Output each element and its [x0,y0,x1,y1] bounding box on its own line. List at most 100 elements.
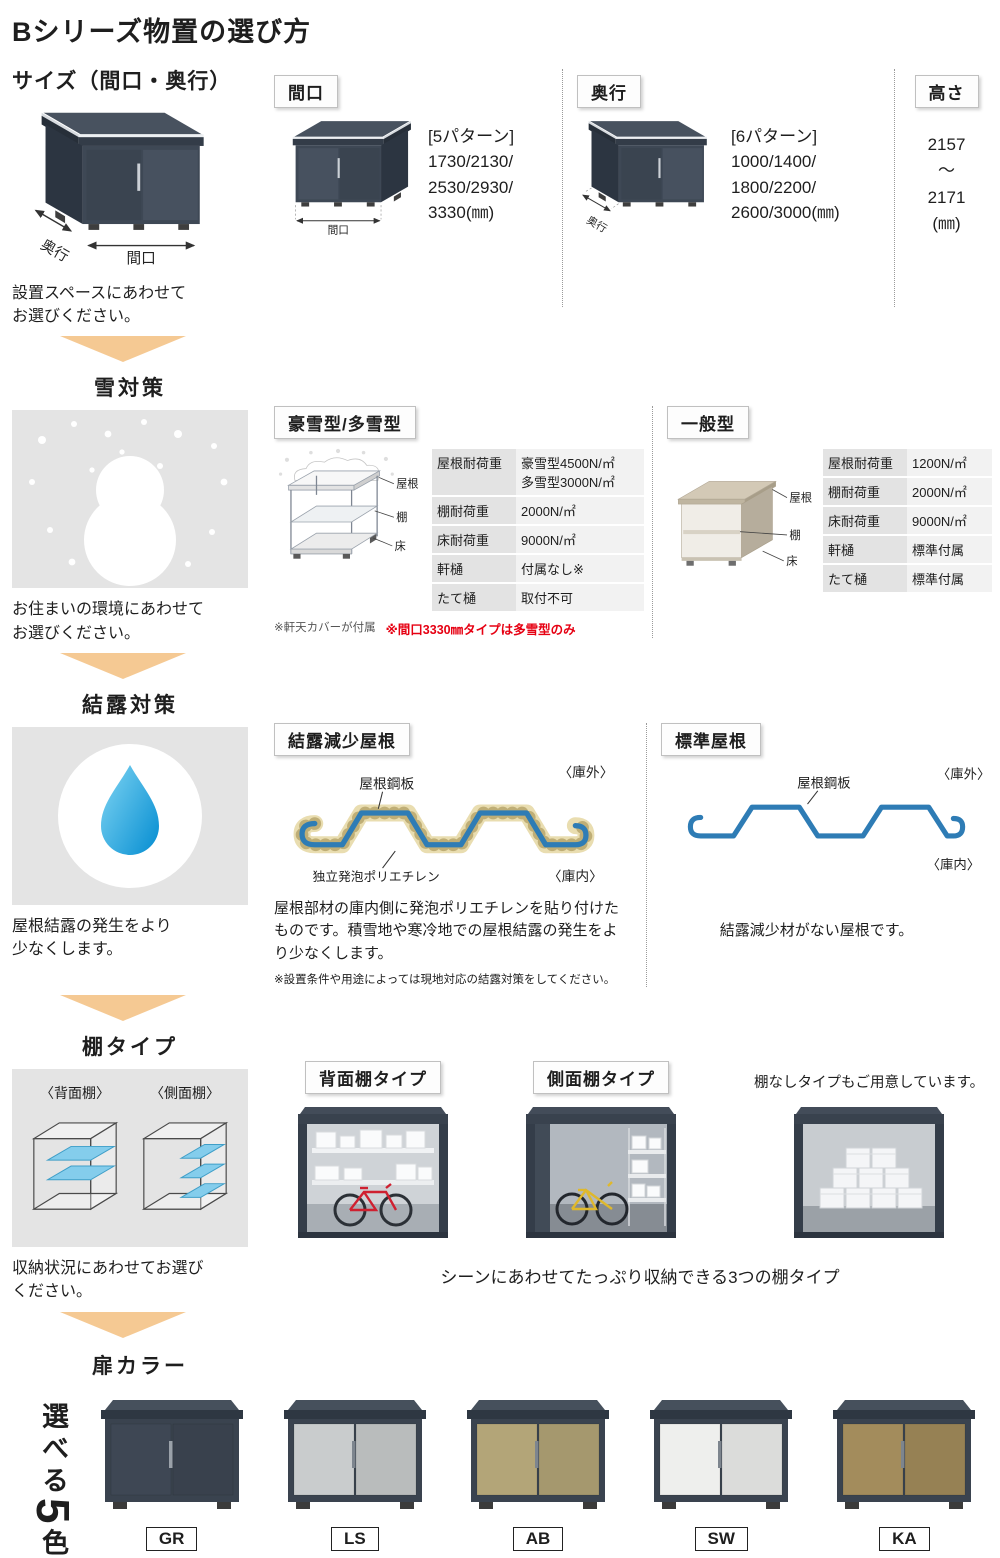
depth-patterns: [6パターン] 1000/1400/ 1800/2200/ 2600/3000(… [731,124,840,226]
shelf-heading: 棚タイプ [82,1036,178,1060]
height-label-box: 高さ [914,75,979,108]
snowman-image [12,410,248,589]
spec-name-cell: 床耐荷重 [823,507,907,535]
spec-name-cell: 軒樋 [823,536,907,564]
spec-value-cell: 取付不可 [516,584,644,612]
spec-value-cell: 標準付属 [907,536,992,564]
spec-value-cell: 1200N/㎡ [907,449,992,477]
reduced-roof-panel: 結露減少屋根 〈庫外〉 屋根鋼板 独立発泡ポリエチレン 〈庫内〉 屋根部材の庫内… [260,722,646,988]
side-shelf-label: 〈側面棚〉 [150,1085,220,1102]
door-handle [168,1440,173,1468]
no-shelf-photo [794,1107,945,1239]
left-door [659,1423,721,1495]
spec-name-cell: 床耐荷重 [432,526,516,554]
down-arrow-icon [60,652,186,679]
part-label-shelf: 棚 [789,528,800,542]
color-card-ab: AB アンバーゴールド [446,1396,629,1558]
spec-value-cell: 標準付属 [907,565,992,593]
general-shed-diagram: 屋根 棚 床 [677,481,812,568]
height-tilde: 〜 [938,161,955,181]
five-colors-text-2: 色 [38,1528,68,1558]
door-color-shed [100,1399,243,1509]
standard-roof-diagram: 〈庫外〉 屋根鋼板 〈庫内〉 [687,766,990,872]
spec-name-cell: たて樋 [823,565,907,593]
side-shelf-diagram [141,1122,229,1211]
back-shelf-type: 背面棚タイプ [298,1061,448,1247]
heavy-snow-label-box: 豪雪型/多雪型 [274,406,416,440]
dim-width-label: 間口 [328,225,349,235]
five-colors-vertical-label: 選べる5色 [18,1396,80,1558]
condensation-heading: 結露対策 [82,693,178,717]
size-desc: 設置スペースにあわせて お選びください。 [12,285,187,326]
side-shelf-wireframe: 〈側面棚〉 [136,1083,234,1232]
spec-row: たて樋取付不可 [432,584,644,612]
foam-label: 独立発泡ポリエチレン [313,869,440,884]
back-shelf-diagram [31,1122,119,1211]
color-code-badge: SW [694,1526,748,1551]
left-door [110,1423,171,1495]
spec-value-cell: 2000N/㎡ [516,497,644,525]
steel-sheet [687,804,966,839]
width-column: 間口 [260,69,562,307]
outside-label: 〈庫外〉 [937,766,990,781]
snow-left-column: 雪対策 お住まいの環境にあわせて お選びください。 [0,372,260,644]
side-shelf-type-label: 側面棚タイプ [533,1061,669,1095]
reduced-roof-desc: 屋根部材の庫内側に発泡ポリエチレンを貼り付けたものです。積雪地や寒冷地での屋根結… [274,899,620,962]
left-door [293,1423,355,1495]
spec-row: 軒樋付属なし※ [432,555,644,583]
height-column: 高さ 2157 〜 2171 (㎜) [894,69,1000,307]
width-pattern-count: [5パターン] [428,126,515,146]
width-pattern-values: 1730/2130/ 2530/2930/ 3330(㎜) [428,152,514,222]
shelf-wireframes-image: 〈背面棚〉 〈側面棚〉 [12,1069,248,1248]
reduced-roof-note: ※設置条件や用途によっては現地対応の結露対策をしてください。 [274,974,616,987]
depth-pattern-count: [6パターン] [731,126,818,146]
color-code-badge: GR [145,1526,198,1551]
door-color-shed [833,1399,976,1509]
size-left-column: サイズ（間口・奥行） 間口 奥行 [0,65,260,328]
spec-value-cell: 豪雪型4500N/㎡ 多雪型3000N/㎡ [516,449,644,496]
spec-name-cell: 棚耐荷重 [823,478,907,506]
frame-shelf [289,506,379,523]
five-colors-text-1: 選べる [38,1401,68,1498]
condensation-desc: 屋根結露の発生をより 少なくします。 [12,917,172,958]
diagram-floor [681,557,742,562]
water-drop-icon [58,743,202,888]
height-values: 2157 〜 2171 (㎜) [899,132,994,237]
shed-overview-illustration: 間口 奥行 [34,112,204,267]
color-card-sw: SW シルクホワイト [630,1396,813,1558]
depth-shed-illustration: 奥行 [582,121,707,235]
door-color-shed [283,1399,426,1509]
heavy-snow-notes: ※軒天カバーが付属 ※間口3330㎜タイプは多雪型のみ [274,619,644,638]
color-card-list: GR ブルイッシュグレー LS ルミナスシルバー [80,1396,996,1558]
spec-value-cell: 2000N/㎡ [907,478,992,506]
left-door [843,1423,904,1495]
steel-label: 屋根鋼板 [359,776,414,791]
standard-roof-desc: 結露減少材がない屋根です。 [719,921,914,939]
standard-roof-panel: 標準屋根 〈庫外〉 屋根鋼板 〈庫内〉 結露減少材がない屋根です。 [646,722,1000,988]
water-drop-image [12,726,248,905]
spec-value-cell: 9000N/㎡ [907,507,992,535]
spec-name-cell: たて樋 [432,584,516,612]
depth-column: 奥行 [562,69,894,307]
back-shelf-wireframe: 〈背面棚〉 [26,1083,124,1232]
shelf-desc: 収納状況にあわせてお選び ください。 [12,1260,204,1301]
dim-width-label: 間口 [127,251,156,267]
height-from: 2157 [927,135,966,154]
door-color-shed [467,1399,609,1509]
right-door [721,1423,783,1495]
diagram-shelf [683,530,740,535]
color-code-badge: AB [512,1526,564,1551]
door-handle [137,163,141,191]
snow-heading: 雪対策 [94,377,166,401]
spec-value-cell: 付属なし※ [516,555,644,583]
standard-roof-label-box: 標準屋根 [661,722,761,756]
size-heading: サイズ（間口・奥行） [12,70,232,93]
part-label-floor: 床 [786,554,797,568]
door-color-section: 扉カラー 選べる5色 GR ブルイッシュグレー [0,1350,1000,1558]
height-to: 2171 [927,187,966,207]
